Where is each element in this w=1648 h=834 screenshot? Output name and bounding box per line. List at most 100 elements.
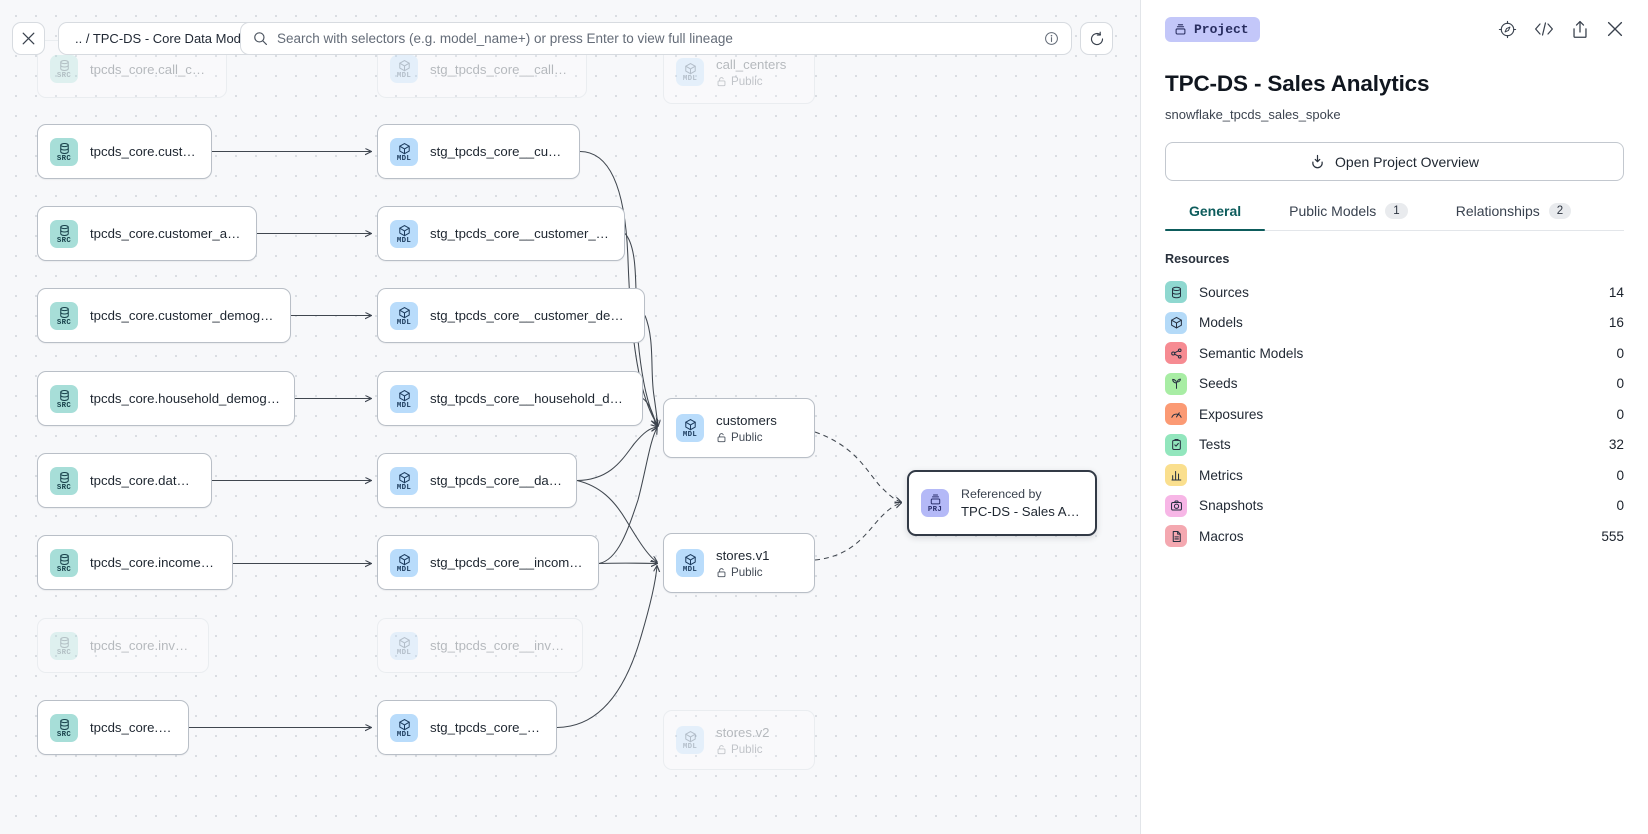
node-type-glyph <box>398 718 411 731</box>
refresh-button[interactable] <box>1080 22 1113 55</box>
node-access-text: Public <box>731 742 763 756</box>
cube-icon <box>398 60 410 72</box>
node-text: stg_tpcds_core__call_center <box>430 62 572 77</box>
cube-icon <box>1170 317 1182 329</box>
view-code-button[interactable] <box>1534 20 1554 38</box>
search-input[interactable] <box>277 31 1044 46</box>
tab-general[interactable]: General <box>1165 203 1266 231</box>
node-type-label: MDL <box>396 236 412 245</box>
graph-icon <box>1170 348 1182 359</box>
node-type-label: MDL <box>396 72 412 80</box>
node-name: customers <box>716 412 777 428</box>
node-type-glyph <box>58 59 71 72</box>
close-lineage-button[interactable] <box>12 22 45 55</box>
node-name: stg_tpcds_core__date_dim <box>430 473 562 488</box>
page-title: TPC-DS - Sales Analytics <box>1165 71 1430 96</box>
cube-icon <box>398 142 410 154</box>
graph-node[interactable]: MDL stg_tpcds_core__customer_address <box>377 206 625 261</box>
node-name: stg_tpcds_core__household_demogr… <box>430 391 628 406</box>
resource-icon-wrap <box>1165 525 1187 548</box>
close-icon <box>22 32 35 45</box>
canvas-toolbar: .. / TPC-DS - Core Data Models <box>0 0 1140 76</box>
node-text: tpcds_core.call_center <box>90 62 212 77</box>
graph-node[interactable]: MDL stg_tpcds_core__store <box>377 700 557 755</box>
database-icon <box>1171 286 1181 298</box>
graph-node[interactable]: MDLstg_tpcds_core__customer_demogra… <box>377 288 645 343</box>
node-text: stg_tpcds_core__customer_demogra… <box>430 308 630 323</box>
node-text: stg_tpcds_core__customer_address <box>430 226 610 241</box>
code-icon <box>1535 22 1553 36</box>
node-name: tpcds_core.store <box>90 720 174 735</box>
resource-row-models[interactable]: Models 16 <box>1165 308 1624 339</box>
lineage-button[interactable] <box>1498 20 1517 39</box>
clipboard-icon <box>1171 439 1181 451</box>
node-type-label: MDL <box>396 483 412 492</box>
info-icon[interactable] <box>1044 31 1059 46</box>
node-name: stg_tpcds_core__store <box>430 720 542 735</box>
refresh-icon <box>1090 31 1103 45</box>
node-type-badge-src: SRC <box>50 631 78 660</box>
node-type-glyph <box>684 553 697 566</box>
node-access-label: Public <box>716 431 777 444</box>
node-type-badge-mdl: MDL <box>390 548 418 577</box>
close-panel-button[interactable] <box>1606 20 1624 38</box>
node-type-badge-src: SRC <box>50 301 78 330</box>
open-project-overview-button[interactable]: Open Project Overview <box>1165 142 1624 181</box>
resource-count: 555 <box>1601 528 1624 544</box>
resource-row-macros[interactable]: Macros 555 <box>1165 521 1624 552</box>
node-type-label: MDL <box>396 730 412 739</box>
breadcrumb[interactable]: .. / TPC-DS - Core Data Models <box>58 22 275 55</box>
cube-icon <box>684 731 696 743</box>
unlock-icon <box>717 76 726 86</box>
cube-icon <box>398 718 410 730</box>
resource-name: Macros <box>1199 528 1244 544</box>
node-type-label: SRC <box>56 72 72 80</box>
graph-node[interactable]: MDL stg_tpcds_core__date_dim <box>377 453 577 508</box>
node-type-glyph <box>398 636 411 649</box>
gauge-icon <box>1170 412 1182 418</box>
node-text: tpcds_core.customer_address <box>90 226 242 241</box>
resource-name: Models <box>1199 315 1243 331</box>
graph-node[interactable]: MDLstg_tpcds_core__household_demogr… <box>377 371 643 426</box>
resource-count: 32 <box>1608 437 1624 453</box>
node-type-label: SRC <box>56 565 72 574</box>
resource-name: Seeds <box>1199 376 1238 392</box>
node-type-badge-src: SRC <box>50 137 78 166</box>
breadcrumb-label: .. / TPC-DS - Core Data Models <box>75 31 258 46</box>
node-type-glyph <box>398 306 411 319</box>
node-type-badge-mdl: MDL <box>676 414 704 442</box>
node-name: stg_tpcds_core__inventory <box>430 638 568 653</box>
resource-count: 16 <box>1608 315 1624 331</box>
node-type-glyph <box>58 471 71 484</box>
share-button[interactable] <box>1571 20 1589 39</box>
search-bar[interactable] <box>240 22 1072 55</box>
